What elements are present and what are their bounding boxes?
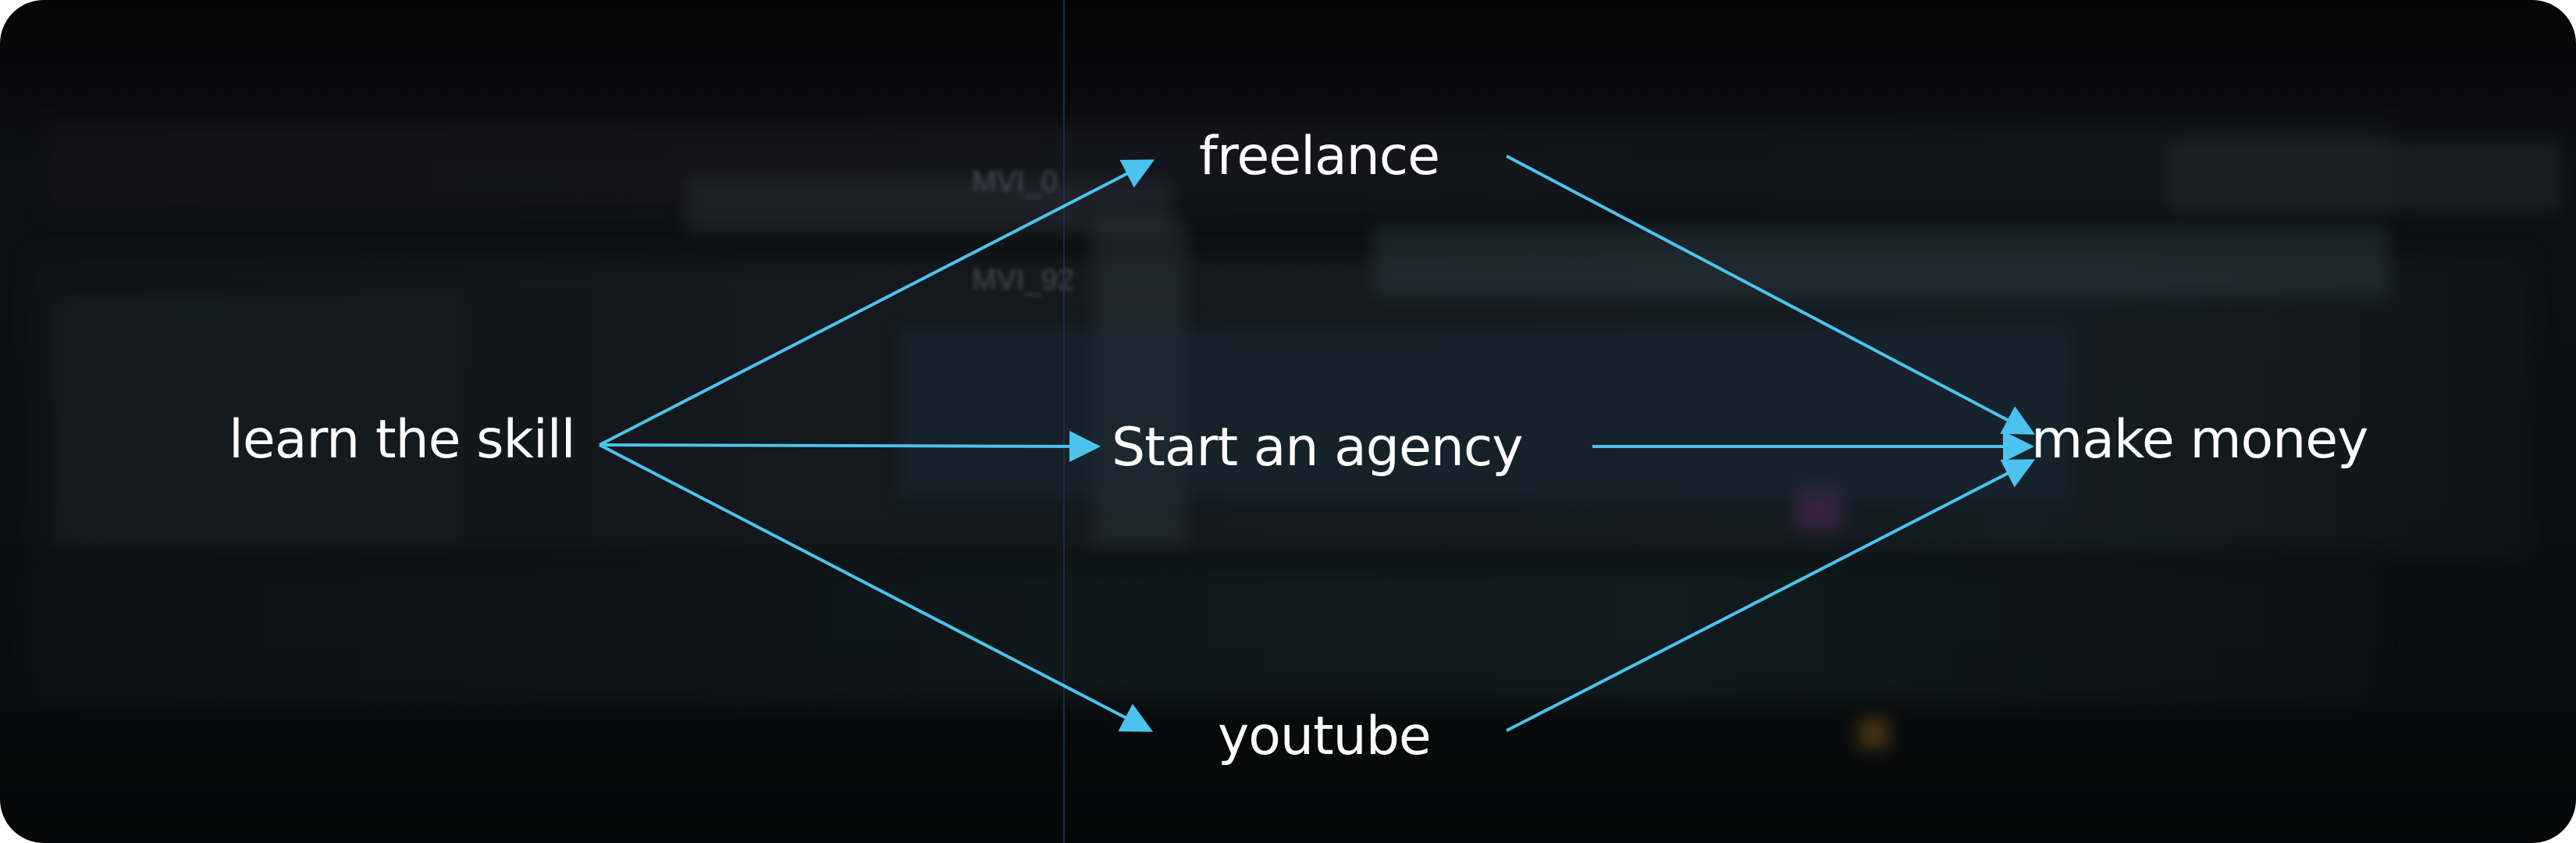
node-learn-the-skill: learn the skill <box>229 409 576 471</box>
background-clip-block <box>1374 226 2389 297</box>
background-clip-block <box>1858 718 1889 749</box>
background-clip-block <box>898 328 2069 500</box>
node-youtube: youtube <box>1218 706 1432 767</box>
background-clip-label: MVI_0 <box>972 165 1058 198</box>
arrow-youtube-to-money <box>1506 459 2036 732</box>
background-timeline-band <box>31 562 2373 702</box>
node-make-money: make money <box>2031 409 2368 471</box>
background-clip-label: MVI_92 <box>972 264 1074 297</box>
arrow-freelance-to-money <box>1506 155 2036 435</box>
arrow-learn-to-youtube <box>599 443 1154 732</box>
background-clip-block <box>2170 140 2560 211</box>
edges <box>599 155 2036 732</box>
node-freelance: freelance <box>1199 126 1440 187</box>
background-clip-block <box>687 180 1171 234</box>
node-start-an-agency: Start an agency <box>1112 417 1524 478</box>
background-timeline-band <box>47 125 2389 211</box>
background-clip-block <box>55 297 461 546</box>
arrow-learn-to-freelance <box>599 159 1155 446</box>
arrow-learn-to-agency <box>599 430 1101 462</box>
background-playhead <box>1063 0 1065 843</box>
